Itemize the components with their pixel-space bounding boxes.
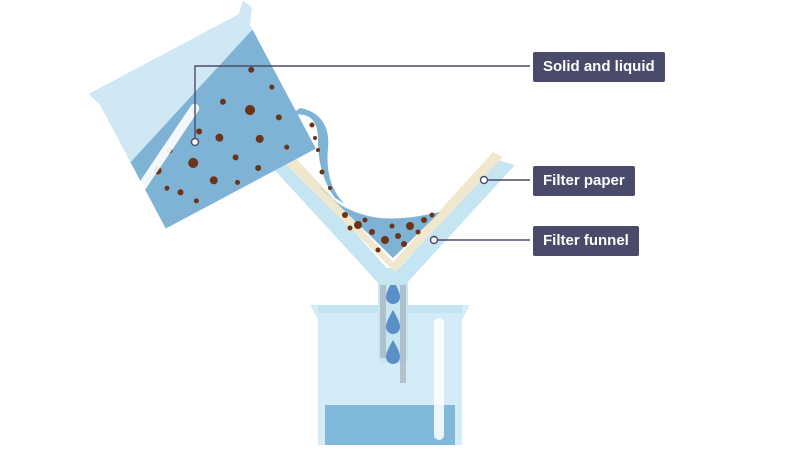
- residue-liquid: [318, 185, 440, 258]
- pointer-dot-filter-paper: [479, 175, 489, 185]
- droplet-1: [386, 280, 400, 304]
- pouring-stream: [290, 108, 345, 204]
- leader-dots: [190, 137, 489, 245]
- pouring-beaker-highlight: [130, 103, 200, 201]
- filter-paper-cone: [278, 152, 503, 272]
- pouring-beaker: [88, 0, 316, 229]
- droplet-3: [386, 340, 400, 364]
- leader-line-solid-liquid: [194, 65, 530, 140]
- pointer-dot-solid-liquid: [190, 137, 200, 147]
- droplets: [386, 280, 400, 364]
- filter-funnel: [270, 152, 515, 285]
- beaker-highlight: [434, 318, 444, 440]
- label-solid-and-liquid: Solid and liquid: [533, 52, 665, 82]
- stem-shadow-right: [400, 268, 406, 383]
- leader-lines: [194, 65, 530, 241]
- stem-shadow-left: [380, 268, 386, 358]
- label-filter-paper: Filter paper: [533, 166, 635, 196]
- receiving-beaker: [310, 305, 470, 445]
- residue-particles: [342, 212, 435, 253]
- stream-liquid: [290, 108, 345, 204]
- mixture-liquid: [130, 29, 316, 229]
- droplet-2: [386, 310, 400, 334]
- pointer-dot-filter-funnel: [429, 235, 439, 245]
- label-filter-funnel: Filter funnel: [533, 226, 639, 256]
- filtrate-liquid: [325, 405, 455, 445]
